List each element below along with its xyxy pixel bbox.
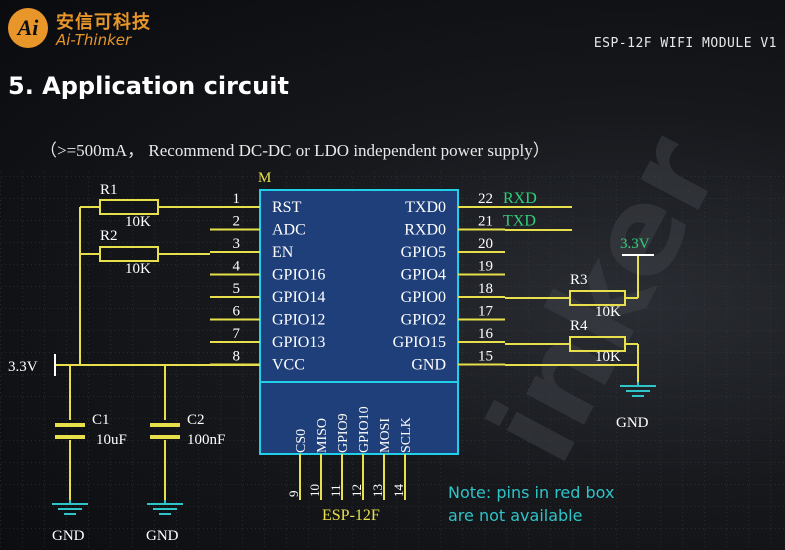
- right-pin-number: 17: [478, 304, 494, 320]
- resistor-r1: [99, 199, 159, 215]
- left-pin-name: GPIO13: [272, 334, 325, 351]
- bottom-pin-name: GPIO9: [336, 413, 351, 453]
- chip-body: [259, 189, 459, 383]
- chip-designator: M: [258, 170, 271, 186]
- left-pin-number: 6: [233, 304, 241, 320]
- left-pin-name: ADC: [272, 222, 306, 239]
- left-pin-name: GPIO14: [272, 289, 325, 306]
- capacitor-c1-ref: C1: [92, 412, 110, 428]
- bottom-pin-number: 10: [307, 484, 322, 497]
- capacitor-c2-ref: C2: [187, 412, 205, 428]
- bottom-pin-name: SCLK: [399, 417, 414, 453]
- brand-name-english: Ai-Thinker: [56, 31, 132, 49]
- power-supply-note: （>=500mA， Recommend DC-DC or LDO indepen…: [40, 141, 550, 160]
- bottom-pin-number: 11: [328, 484, 343, 497]
- supply-label-left: 3.3V: [8, 359, 38, 375]
- right-pin-name: GPIO15: [393, 334, 446, 351]
- right-pin-number: 21: [478, 214, 493, 230]
- right-pin-number: 20: [478, 236, 493, 252]
- bottom-pin-name: MISO: [315, 418, 330, 453]
- right-pin-name: GND: [411, 357, 446, 374]
- right-pin-number: 15: [478, 349, 493, 365]
- resistor-r3: [569, 290, 626, 306]
- bottom-pin-name: MOSI: [378, 418, 393, 453]
- right-pin-name: GPIO0: [401, 289, 446, 306]
- resistor-r2-value: 10K: [125, 261, 151, 277]
- resistor-r4-ref: R4: [570, 318, 588, 334]
- chip-unavailable-box: [259, 381, 459, 455]
- right-pin-number: 18: [478, 281, 493, 297]
- resistor-r3-value: 10K: [595, 304, 621, 320]
- ground-symbol-c2: [147, 500, 183, 515]
- capacitor-c1: [55, 423, 85, 439]
- section-title: 5. Application circuit: [8, 72, 289, 100]
- net-label: TXD: [503, 213, 536, 230]
- bottom-pin-number: 9: [286, 491, 301, 498]
- ground-label-c1: GND: [52, 528, 85, 544]
- left-pin-number: 8: [233, 349, 241, 365]
- right-pin-number: 16: [478, 326, 494, 342]
- note-line-1: Note: pins in red box: [448, 483, 614, 502]
- bottom-pin-number: 12: [349, 484, 364, 497]
- capacitor-c2: [150, 423, 180, 439]
- left-pin-number: 4: [233, 259, 241, 275]
- right-wiring: [505, 206, 639, 382]
- supply-label-right: 3.3V: [620, 236, 650, 252]
- resistor-r2-ref: R2: [100, 228, 118, 244]
- note-line-2: are not available: [448, 506, 582, 525]
- resistor-r4-value: 10K: [595, 349, 621, 365]
- net-label: RXD: [503, 190, 537, 207]
- left-pin-name: GPIO16: [272, 267, 325, 284]
- ground-symbol-right: [620, 382, 656, 397]
- left-pin-number: 1: [233, 191, 241, 207]
- bottom-pin-name: GPIO10: [357, 406, 372, 453]
- right-pin-number: 22: [478, 191, 493, 207]
- right-pin-number: 19: [478, 259, 493, 275]
- left-pin-name: VCC: [272, 357, 305, 374]
- bottom-pin-name: CS0: [294, 429, 309, 453]
- ground-symbol-c1: [52, 500, 88, 515]
- ground-label-right: GND: [616, 415, 649, 431]
- module-title: ESP-12F WIFI MODULE V1: [593, 36, 777, 51]
- bottom-pin-number: 13: [370, 484, 385, 497]
- chip-name: ESP-12F: [322, 507, 380, 524]
- left-pin-number: 3: [233, 236, 241, 252]
- left-pin-number: 7: [233, 326, 241, 342]
- resistor-r1-value: 10K: [125, 214, 151, 230]
- ground-label-c2: GND: [146, 528, 179, 544]
- left-pin-name: RST: [272, 199, 302, 216]
- right-pin-name: RXD0: [404, 222, 446, 239]
- left-pin-name: GPIO12: [272, 312, 325, 329]
- resistor-r3-ref: R3: [570, 272, 588, 288]
- resistor-r1-ref: R1: [100, 182, 118, 198]
- right-pin-name: GPIO4: [401, 267, 446, 284]
- resistor-r2: [99, 246, 159, 262]
- left-pin-name: EN: [272, 244, 294, 261]
- brand-name-chinese: 安信可科技: [56, 12, 151, 33]
- right-pin-name: GPIO2: [401, 312, 446, 329]
- ai-thinker-logo-icon: Ai: [8, 8, 48, 48]
- left-wiring: [55, 206, 260, 500]
- capacitor-c2-value: 100nF: [187, 432, 225, 448]
- resistor-r4: [569, 336, 626, 352]
- application-circuit-schematic: inker （>=500mA， Recommend DC-DC or LDO i…: [0, 115, 785, 550]
- left-pin-number: 2: [233, 214, 241, 230]
- capacitor-c1-value: 10uF: [96, 432, 127, 448]
- bottom-pin-group: CS0 9 MISO 10 GPIO9 11 GPIO10 12 MOSI 13 SCLK 14: [286, 406, 414, 500]
- right-pin-name: GPIO5: [401, 244, 446, 261]
- bottom-pin-number: 14: [391, 484, 406, 498]
- right-pin-name: TXD0: [405, 199, 446, 216]
- left-pin-number: 5: [233, 281, 241, 297]
